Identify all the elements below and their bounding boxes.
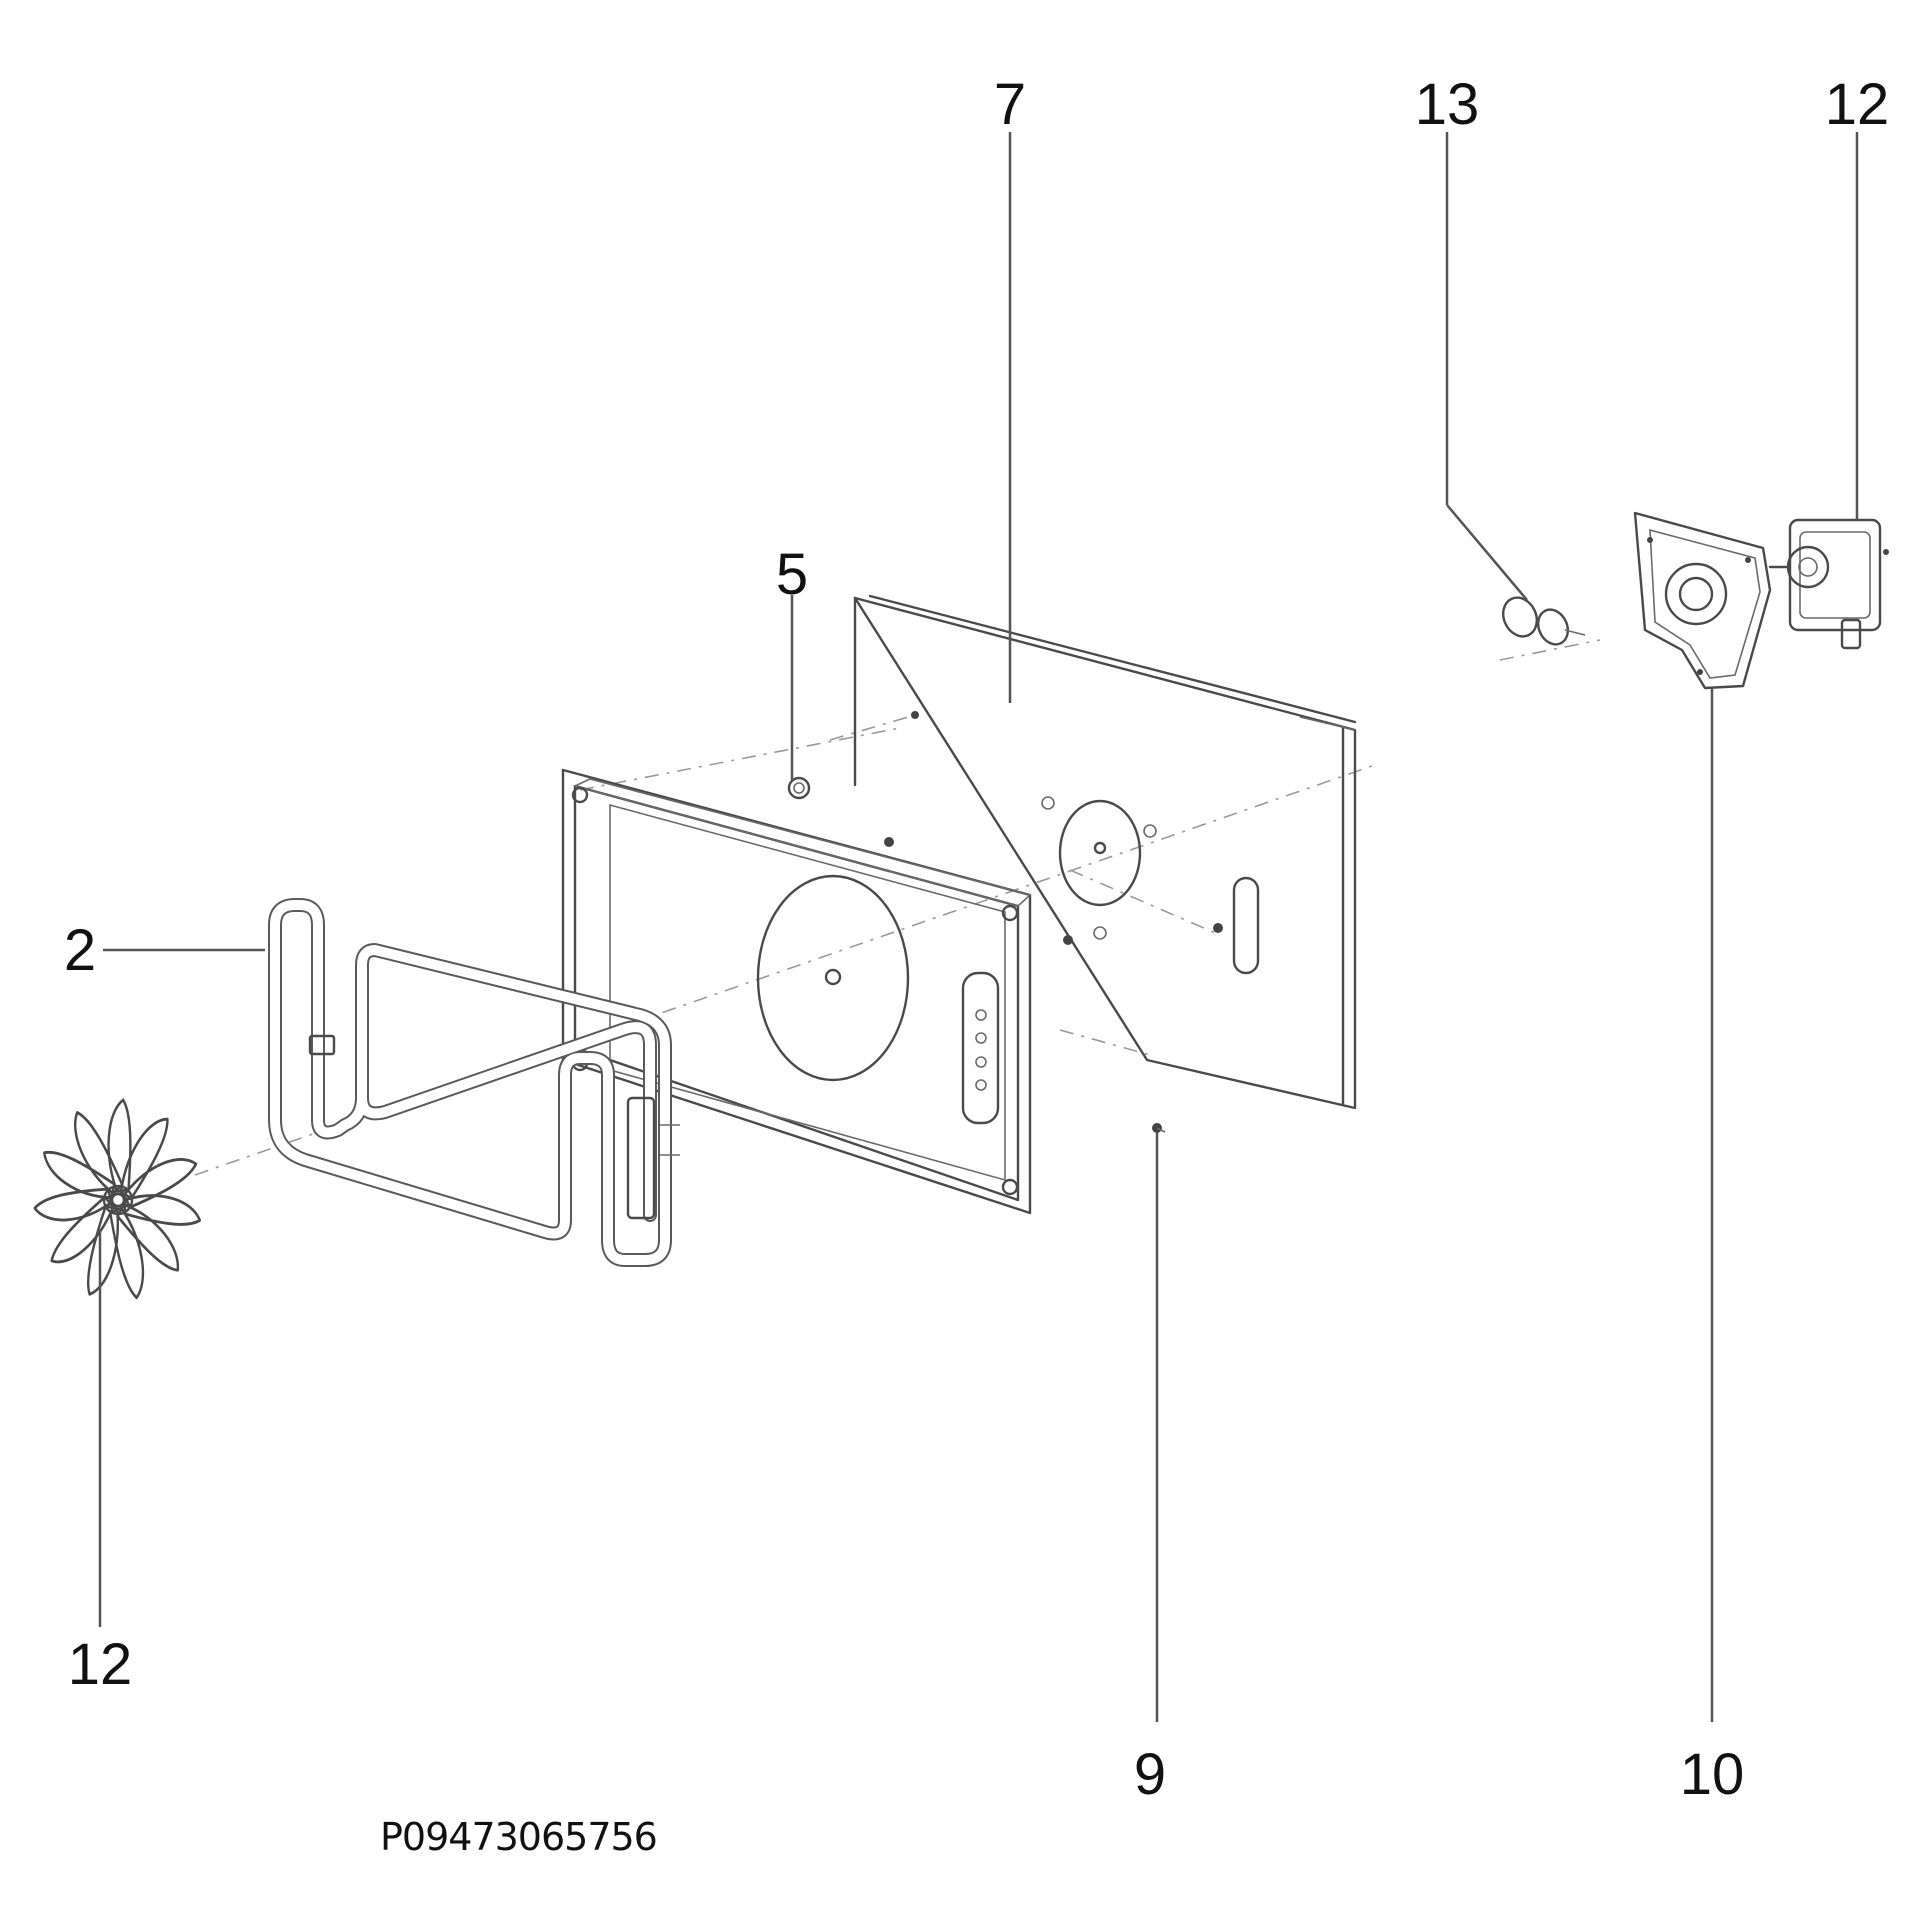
screw: [1152, 1123, 1166, 1133]
callout-fan-blade: 12: [68, 1632, 133, 1697]
callout-nut: 5: [776, 542, 808, 607]
fan-blade-vane: [123, 1194, 202, 1226]
document-id: P09473065756: [380, 1815, 657, 1859]
fan-blade-vane: [119, 1117, 169, 1200]
callout-thermostat: 13: [1415, 72, 1480, 137]
callout-motor-bracket: 10: [1680, 1742, 1745, 1807]
thermostat: [1502, 596, 1586, 646]
back-panel: [853, 594, 1357, 1110]
fan-blade: [33, 1098, 202, 1300]
nut: [787, 776, 811, 800]
cavity-frame: [561, 768, 1032, 1215]
callout-labels: 7 13 12 5 2 12 9 10 P09473065756: [64, 72, 1889, 1859]
callout-screw: 9: [1134, 1742, 1166, 1807]
callout-heating-element: 2: [64, 918, 96, 983]
fan-blade-vane: [122, 1158, 198, 1209]
fan-blade-vane: [74, 1111, 124, 1195]
fan-blade-vane: [107, 1098, 132, 1193]
fan-blade-vane: [116, 1203, 179, 1272]
assembly-axis-lines: [194, 639, 1601, 1176]
heating-element: [268, 898, 680, 1267]
callout-back-panel: 7: [994, 72, 1026, 137]
fan-blade-vane: [43, 1150, 116, 1200]
fan-blade-vane: [33, 1187, 113, 1222]
leader-lines: [98, 132, 1859, 1722]
motor-bracket: [1633, 511, 1772, 690]
fan-blade-vane: [50, 1195, 115, 1264]
fan-motor: [1768, 518, 1889, 650]
fan-blade-vane: [109, 1206, 145, 1300]
callout-fan-motor: 12: [1825, 72, 1890, 137]
fan-blade-vane: [86, 1204, 119, 1296]
